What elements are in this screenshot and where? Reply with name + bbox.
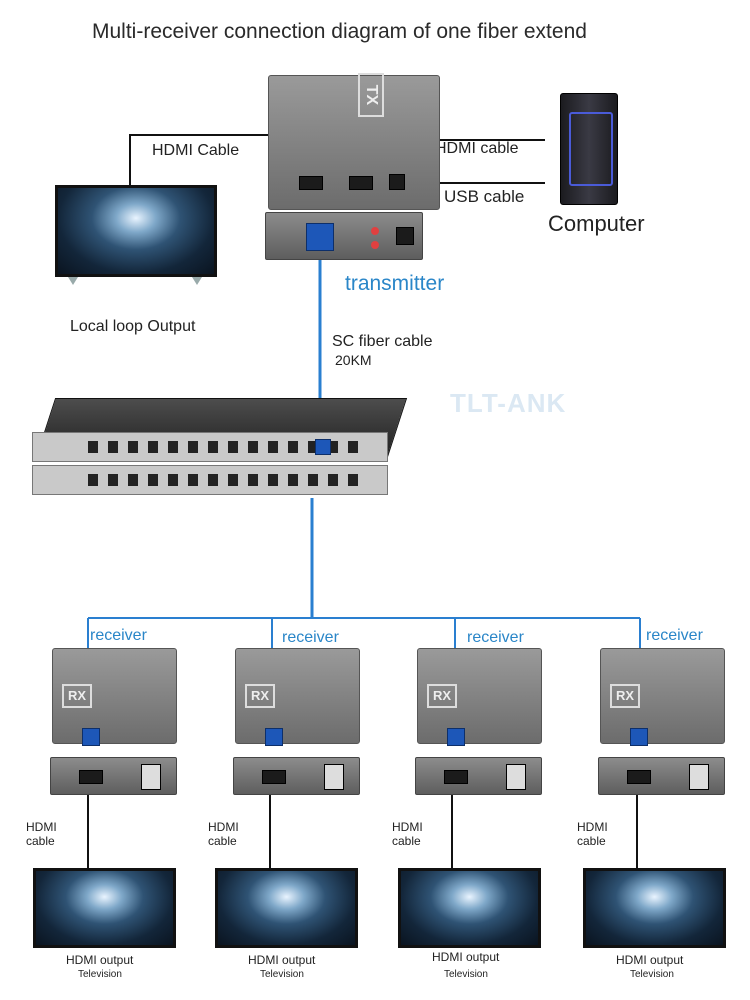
output-tv-2 — [215, 868, 358, 948]
rack-sc-port — [315, 439, 331, 455]
computer-tower — [560, 93, 618, 205]
tv-caption-4a: HDMI output — [616, 953, 684, 967]
tv-caption-2a: HDMI output — [248, 953, 316, 967]
local-loop-label: Local loop Output — [70, 318, 196, 335]
fiber-cable-label: SC fiber cable — [332, 333, 433, 350]
hdmi-cable-label-2: HDMI cable — [208, 820, 239, 848]
receiver-label-2: receiver — [282, 629, 339, 646]
transmitter-unit: TX — [268, 73, 440, 210]
hdmi-cable-label-3: HDMI cable — [392, 820, 423, 848]
tv-foot — [192, 277, 202, 285]
rx-badge: RX — [245, 684, 275, 708]
receiver-panel-3 — [415, 757, 542, 795]
usb-cable-label: USB cable — [444, 187, 525, 206]
hdmi-cable-label-1: HDMI cable — [26, 820, 57, 848]
rx-badge: RX — [610, 684, 640, 708]
transmitter-label: transmitter — [345, 272, 445, 295]
output-tv-1 — [33, 868, 176, 948]
rack-front-bottom — [32, 465, 388, 495]
rx-badge: RX — [427, 684, 457, 708]
receiver-panel-2 — [233, 757, 360, 795]
local-tv-screen — [55, 185, 217, 277]
tv-caption-1b: Television — [78, 969, 122, 980]
usb-port — [389, 174, 405, 190]
rx-sc-port — [265, 728, 283, 746]
tv-caption-3b: Television — [444, 969, 488, 980]
receiver-label-3: receiver — [467, 629, 524, 646]
hdmi-in-port — [349, 176, 373, 190]
receiver-panel-1 — [50, 757, 177, 795]
receiver-label-1: receiver — [90, 627, 147, 644]
receiver-unit-1: RX — [52, 648, 177, 746]
rack-front-top — [32, 432, 388, 462]
hdmi-cable-left-label: HDMI Cable — [152, 142, 240, 159]
fiber-distance-label: 20KM — [335, 352, 372, 368]
led-indicator — [371, 227, 379, 235]
rx-sc-port — [447, 728, 465, 746]
diagram-title: Multi-receiver connection diagram of one… — [92, 20, 587, 43]
receiver-panel-4 — [598, 757, 725, 795]
rx-badge: RX — [62, 684, 92, 708]
output-tv-3 — [398, 868, 541, 948]
watermark: TLT-ANK — [450, 388, 567, 418]
tx-badge: TX — [358, 73, 384, 117]
tv-caption-4b: Television — [630, 969, 674, 980]
tv-caption-3a: HDMI output — [432, 950, 500, 964]
power-port — [396, 227, 414, 245]
sc-port — [306, 223, 334, 251]
rx-sc-port — [82, 728, 100, 746]
receiver-unit-3: RX — [417, 648, 542, 746]
receiver-label-4: receiver — [646, 627, 703, 644]
tv-foot — [68, 277, 78, 285]
rack-ports-bottom — [88, 474, 358, 486]
computer-label: Computer — [548, 211, 645, 236]
output-tv-4 — [583, 868, 726, 948]
receiver-unit-2: RX — [235, 648, 360, 746]
hdmi-cable-right-label: HDMI cable — [435, 140, 519, 157]
hdmi-out-port — [299, 176, 323, 190]
rack-ports-top — [88, 441, 358, 453]
hdmi-cable-label-4: HDMI cable — [577, 820, 608, 848]
pc-front-accent — [569, 112, 613, 186]
rx-sc-port — [630, 728, 648, 746]
led-indicator — [371, 241, 379, 249]
tv-caption-2b: Television — [260, 969, 304, 980]
transmitter-front-panel — [265, 212, 423, 260]
receiver-unit-4: RX — [600, 648, 725, 746]
tv-caption-1a: HDMI output — [66, 953, 134, 967]
